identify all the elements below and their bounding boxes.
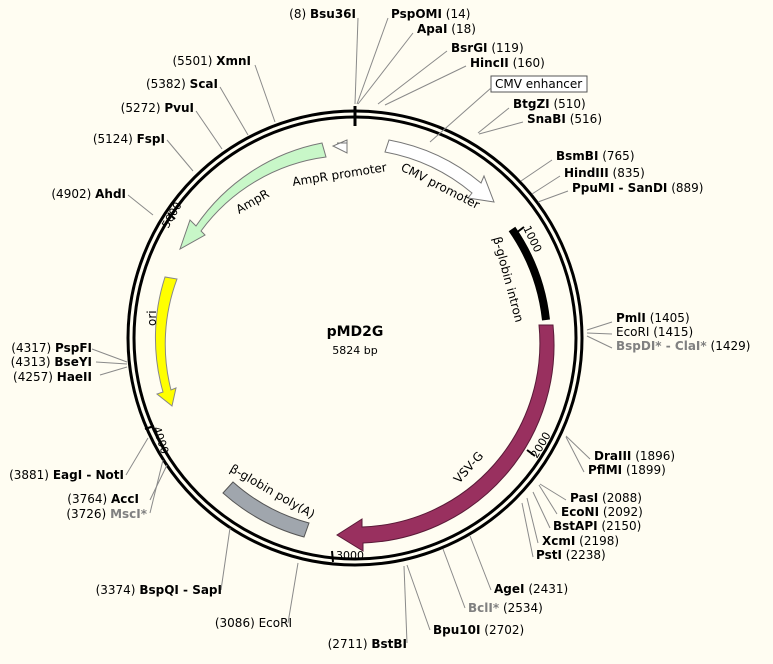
- ampr-arrow: [179, 142, 327, 251]
- site-label: PstI (2238): [536, 548, 606, 562]
- site-label: (3881) EagI - NotI: [9, 468, 124, 482]
- ampr-promoter-arrow: [331, 139, 348, 154]
- site-label: (4902) AhdI: [51, 187, 126, 201]
- ampr-promoter-label: AmpR promoter: [291, 160, 387, 189]
- site-label: PmlI (1405): [616, 311, 690, 325]
- site-label: HindIII (835): [564, 166, 645, 180]
- site-label: AgeI (2431): [494, 582, 568, 596]
- site-label: BsrGI (119): [451, 41, 524, 55]
- beta-globin-intron-bar: [508, 226, 550, 321]
- site-label: (8) Bsu36I: [289, 7, 356, 21]
- site-label: XcmI (2198): [542, 534, 619, 548]
- site-label: (4257) HaeII: [13, 370, 92, 384]
- site-label: PflMI (1899): [588, 463, 666, 477]
- site-label: (5382) ScaI: [146, 77, 218, 91]
- cmv-enhancer-label: CMV enhancer: [495, 77, 582, 91]
- site-label: SnaBI (516): [527, 112, 602, 126]
- cmv-enhancer-box: [490, 75, 588, 93]
- site-label: EcoNI (2092): [561, 505, 643, 519]
- site-label: PasI (2088): [570, 491, 642, 505]
- site-label: PpuMI - SanDI (889): [572, 181, 704, 195]
- vsv-g-arrow: [336, 324, 555, 552]
- site-label: DraIII (1896): [594, 449, 675, 463]
- site-label: (3086) EcoRI: [215, 616, 292, 630]
- site-label: HincII (160): [470, 56, 545, 70]
- site-label: (2711) BstBI: [328, 637, 407, 651]
- site-leader-lines: [91, 17, 613, 644]
- plasmid-name: pMD2G: [327, 324, 384, 340]
- site-labels: (8) Bsu36I PspOMI (14) ApaI (18) BsrGI (…: [9, 7, 750, 651]
- ori-arrow: [154, 276, 178, 407]
- site-label: (5124) FspI: [93, 132, 165, 146]
- beta-globin-polya-bar: [222, 481, 310, 538]
- tick-3000: 3000: [336, 549, 364, 562]
- site-label: PspOMI (14): [391, 7, 470, 21]
- site-label: (5501) XmnI: [173, 54, 252, 68]
- ori-label: ori: [145, 310, 159, 326]
- site-label: BtgZI (510): [513, 97, 586, 111]
- plasmid-size: 5824 bp: [332, 344, 377, 357]
- site-label: BstAPI (2150): [553, 519, 641, 533]
- site-label: EcoRI (1415): [616, 325, 693, 339]
- site-label: (4313) BseYI: [11, 355, 92, 369]
- site-label: BclI* (2534): [468, 601, 543, 615]
- site-label: (3374) BspQI - SapI: [96, 583, 222, 597]
- cmv-promoter-arrow: [384, 139, 495, 203]
- site-label: BspDI* - ClaI* (1429): [616, 339, 750, 353]
- site-label: Bpu10I (2702): [433, 623, 524, 637]
- site-label: (3726) MscI*: [66, 507, 147, 521]
- site-label: BsmBI (765): [556, 149, 635, 163]
- site-label: ApaI (18): [417, 22, 476, 36]
- site-label: (3764) AccI: [67, 492, 139, 506]
- site-label: (5272) PvuI: [121, 101, 194, 115]
- site-label: (4317) PspFI: [11, 341, 92, 355]
